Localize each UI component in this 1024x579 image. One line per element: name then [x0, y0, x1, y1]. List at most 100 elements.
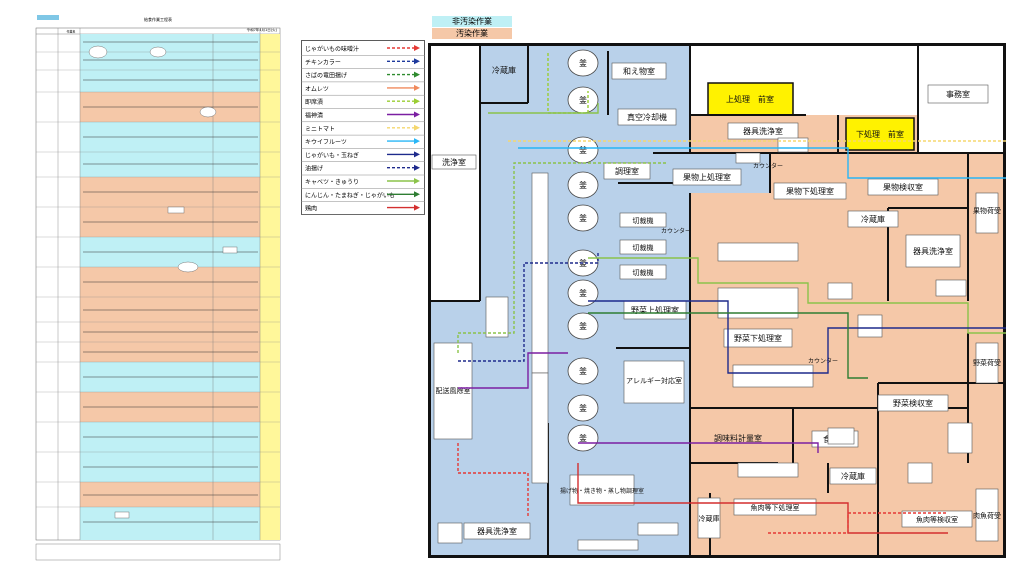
kettle-label: 釜 [579, 180, 587, 190]
kettle-label: 釜 [579, 321, 587, 331]
chart-bands [80, 34, 280, 540]
kettle [567, 394, 599, 422]
veg-receive-label: 野菜検収室 [893, 398, 933, 408]
legend-arrowhead [414, 98, 420, 105]
meat-receive-label: 魚肉等検収室 [916, 515, 958, 524]
legend-label: 福神漬 [305, 112, 323, 120]
kettle-label: 釜 [579, 288, 587, 298]
legend-arrowhead [414, 58, 420, 65]
tool-wash-bottom-label: 器具洗浄室 [477, 526, 517, 536]
legend-arrowhead [414, 164, 420, 171]
fruit-lower-label: 果物下処理室 [786, 186, 834, 196]
chart-date: 令和7年4月1日(火) [247, 27, 278, 32]
legend-label: じゃがいも・玉ねぎ [305, 151, 359, 159]
fixtures [437, 137, 973, 551]
kettle-label: 釜 [579, 145, 587, 155]
legend-arrowhead [414, 191, 420, 198]
route-potato-onion [588, 300, 1006, 374]
route-lines [457, 53, 1006, 534]
kettle [567, 312, 599, 340]
fruit-upper-label: 果物上処理室 [683, 172, 731, 182]
vacuum-cooler-label: 真空冷却機 [627, 112, 667, 122]
route-fukujin [458, 352, 568, 389]
veg-loading-label: 野菜荷受 [973, 358, 1001, 367]
legend-label: 鶏肉 [305, 205, 317, 213]
route-legend: じゃがいもの味噌汁チキンカラーさばの竜田揚げオムレツ即席漬福神漬ミニトマトキウイ… [301, 40, 425, 216]
lower-front-room [845, 117, 915, 151]
process-chart-svg: 給食作業工程表 令和7年4月1日(火) 作業名 [33, 12, 283, 564]
fridge-bottom-label: 冷蔵庫 [699, 514, 720, 523]
legend-arrowhead [414, 111, 420, 118]
kettle-label: 釜 [579, 366, 587, 376]
office-label: 事務室 [946, 89, 970, 99]
kettle-label: 釜 [579, 403, 587, 413]
veg-lower-label: 野菜下処理室 [734, 333, 782, 343]
route-carrot [588, 312, 868, 379]
legend-label: チキンカラー [305, 59, 341, 66]
kettle [567, 357, 599, 385]
cooking-room-label: 調理室 [615, 166, 639, 176]
aemono-room-label: 和え物室 [623, 66, 655, 76]
kettle-label: 釜 [579, 58, 587, 68]
legend-arrowhead [414, 151, 420, 158]
delivery-room-label: 配送風除室 [436, 386, 471, 395]
fridge-bottom2-label: 冷蔵庫 [841, 471, 865, 481]
counter-label-top: カウンター [753, 162, 783, 170]
legend-label: にんじん・たまねぎ・じゃがいも [305, 191, 395, 199]
work-process-chart: 給食作業工程表 令和7年4月1日(火) 作業名 [33, 12, 283, 564]
legend-arrowhead [414, 204, 420, 211]
clean-area-legend: 非汚染作業 [432, 16, 512, 27]
tool-wash-mid-label: 器具洗浄室 [913, 246, 953, 256]
cutter-label-1: 切裁機 [633, 216, 654, 225]
route-fried-tofu [458, 253, 599, 362]
wash-room-label: 洗浄室 [442, 157, 466, 167]
route-cabbage-dash [457, 162, 668, 353]
dirty-area-label: 汚染作業 [456, 29, 488, 38]
legend-arrowhead [414, 45, 420, 51]
route-legend-svg: じゃがいもの味噌汁チキンカラーさばの竜田揚げオムレツ即席漬福神漬ミニトマトキウイ… [301, 40, 425, 216]
legend-arrowhead [414, 138, 420, 145]
route-kiwi [518, 147, 1006, 179]
fridge-top-label: 冷蔵庫 [492, 65, 516, 75]
dirty-area-legend: 汚染作業 [432, 28, 512, 39]
kitchen-floor-plan: 洗浄室 冷蔵庫 和え物室 真空冷却機 調理室 上処理 前室 器具洗浄室 下処理 … [428, 43, 1006, 558]
seasoning-room-label: 調味料計量室 [714, 433, 762, 443]
legend-label: 即席漬 [305, 98, 323, 106]
tool-wash-top-label: 器具洗浄室 [743, 126, 783, 136]
legend-label: さばの竜田揚げ [305, 72, 347, 80]
route-miso-2 [768, 512, 948, 534]
kettle-label: 釜 [579, 213, 587, 223]
kettle [567, 424, 599, 452]
kettle [567, 204, 599, 232]
chart-badge [37, 15, 59, 20]
fruit-loading-label: 果物荷受 [973, 206, 1001, 215]
legend-label: ミニトマト [305, 126, 335, 133]
counter-label-right: カウンター [808, 357, 838, 365]
counter-label-left: カウンター [661, 227, 691, 235]
legend-label: キャベツ・きゅうり [305, 179, 359, 186]
chart-header-left: 作業名 [66, 29, 75, 34]
upper-front-label: 上処理 前室 [726, 94, 774, 104]
clean-area-label: 非汚染作業 [452, 17, 492, 26]
legend-arrowhead [414, 71, 420, 78]
cutter-label-2: 切裁機 [633, 243, 654, 252]
allergy-room-label: アレルギー対応室 [626, 376, 682, 385]
fridge-mid-label: 冷蔵庫 [861, 214, 885, 224]
route-miso [457, 443, 529, 518]
floor-plan-svg: 洗浄室 冷蔵庫 和え物室 真空冷却機 調理室 上処理 前室 器具洗浄室 下処理 … [428, 43, 1006, 558]
legend-label: じゃがいもの味噌汁 [305, 45, 359, 53]
route-cabbage-top [488, 103, 599, 114]
chart-title: 給食作業工程表 [144, 16, 172, 22]
veg-upper-label: 野菜上処理室 [631, 305, 679, 315]
legend-label: オムレツ [305, 86, 329, 93]
lower-front-label: 下処理 前室 [856, 129, 904, 139]
fry-room-label: 揚げ物・焼き物・蒸し物調理室 [560, 487, 644, 495]
legend-label: キウイフルーツ [305, 138, 347, 146]
meat-lower-label: 魚肉等下処理室 [751, 503, 800, 512]
route-fukujin-2 [578, 442, 819, 453]
legend-arrowhead [414, 124, 420, 131]
fruit-receive-label: 果物検収室 [883, 182, 923, 192]
kettle-label: 釜 [579, 433, 587, 443]
meat-loading-label: 肉魚荷受 [973, 511, 1001, 520]
